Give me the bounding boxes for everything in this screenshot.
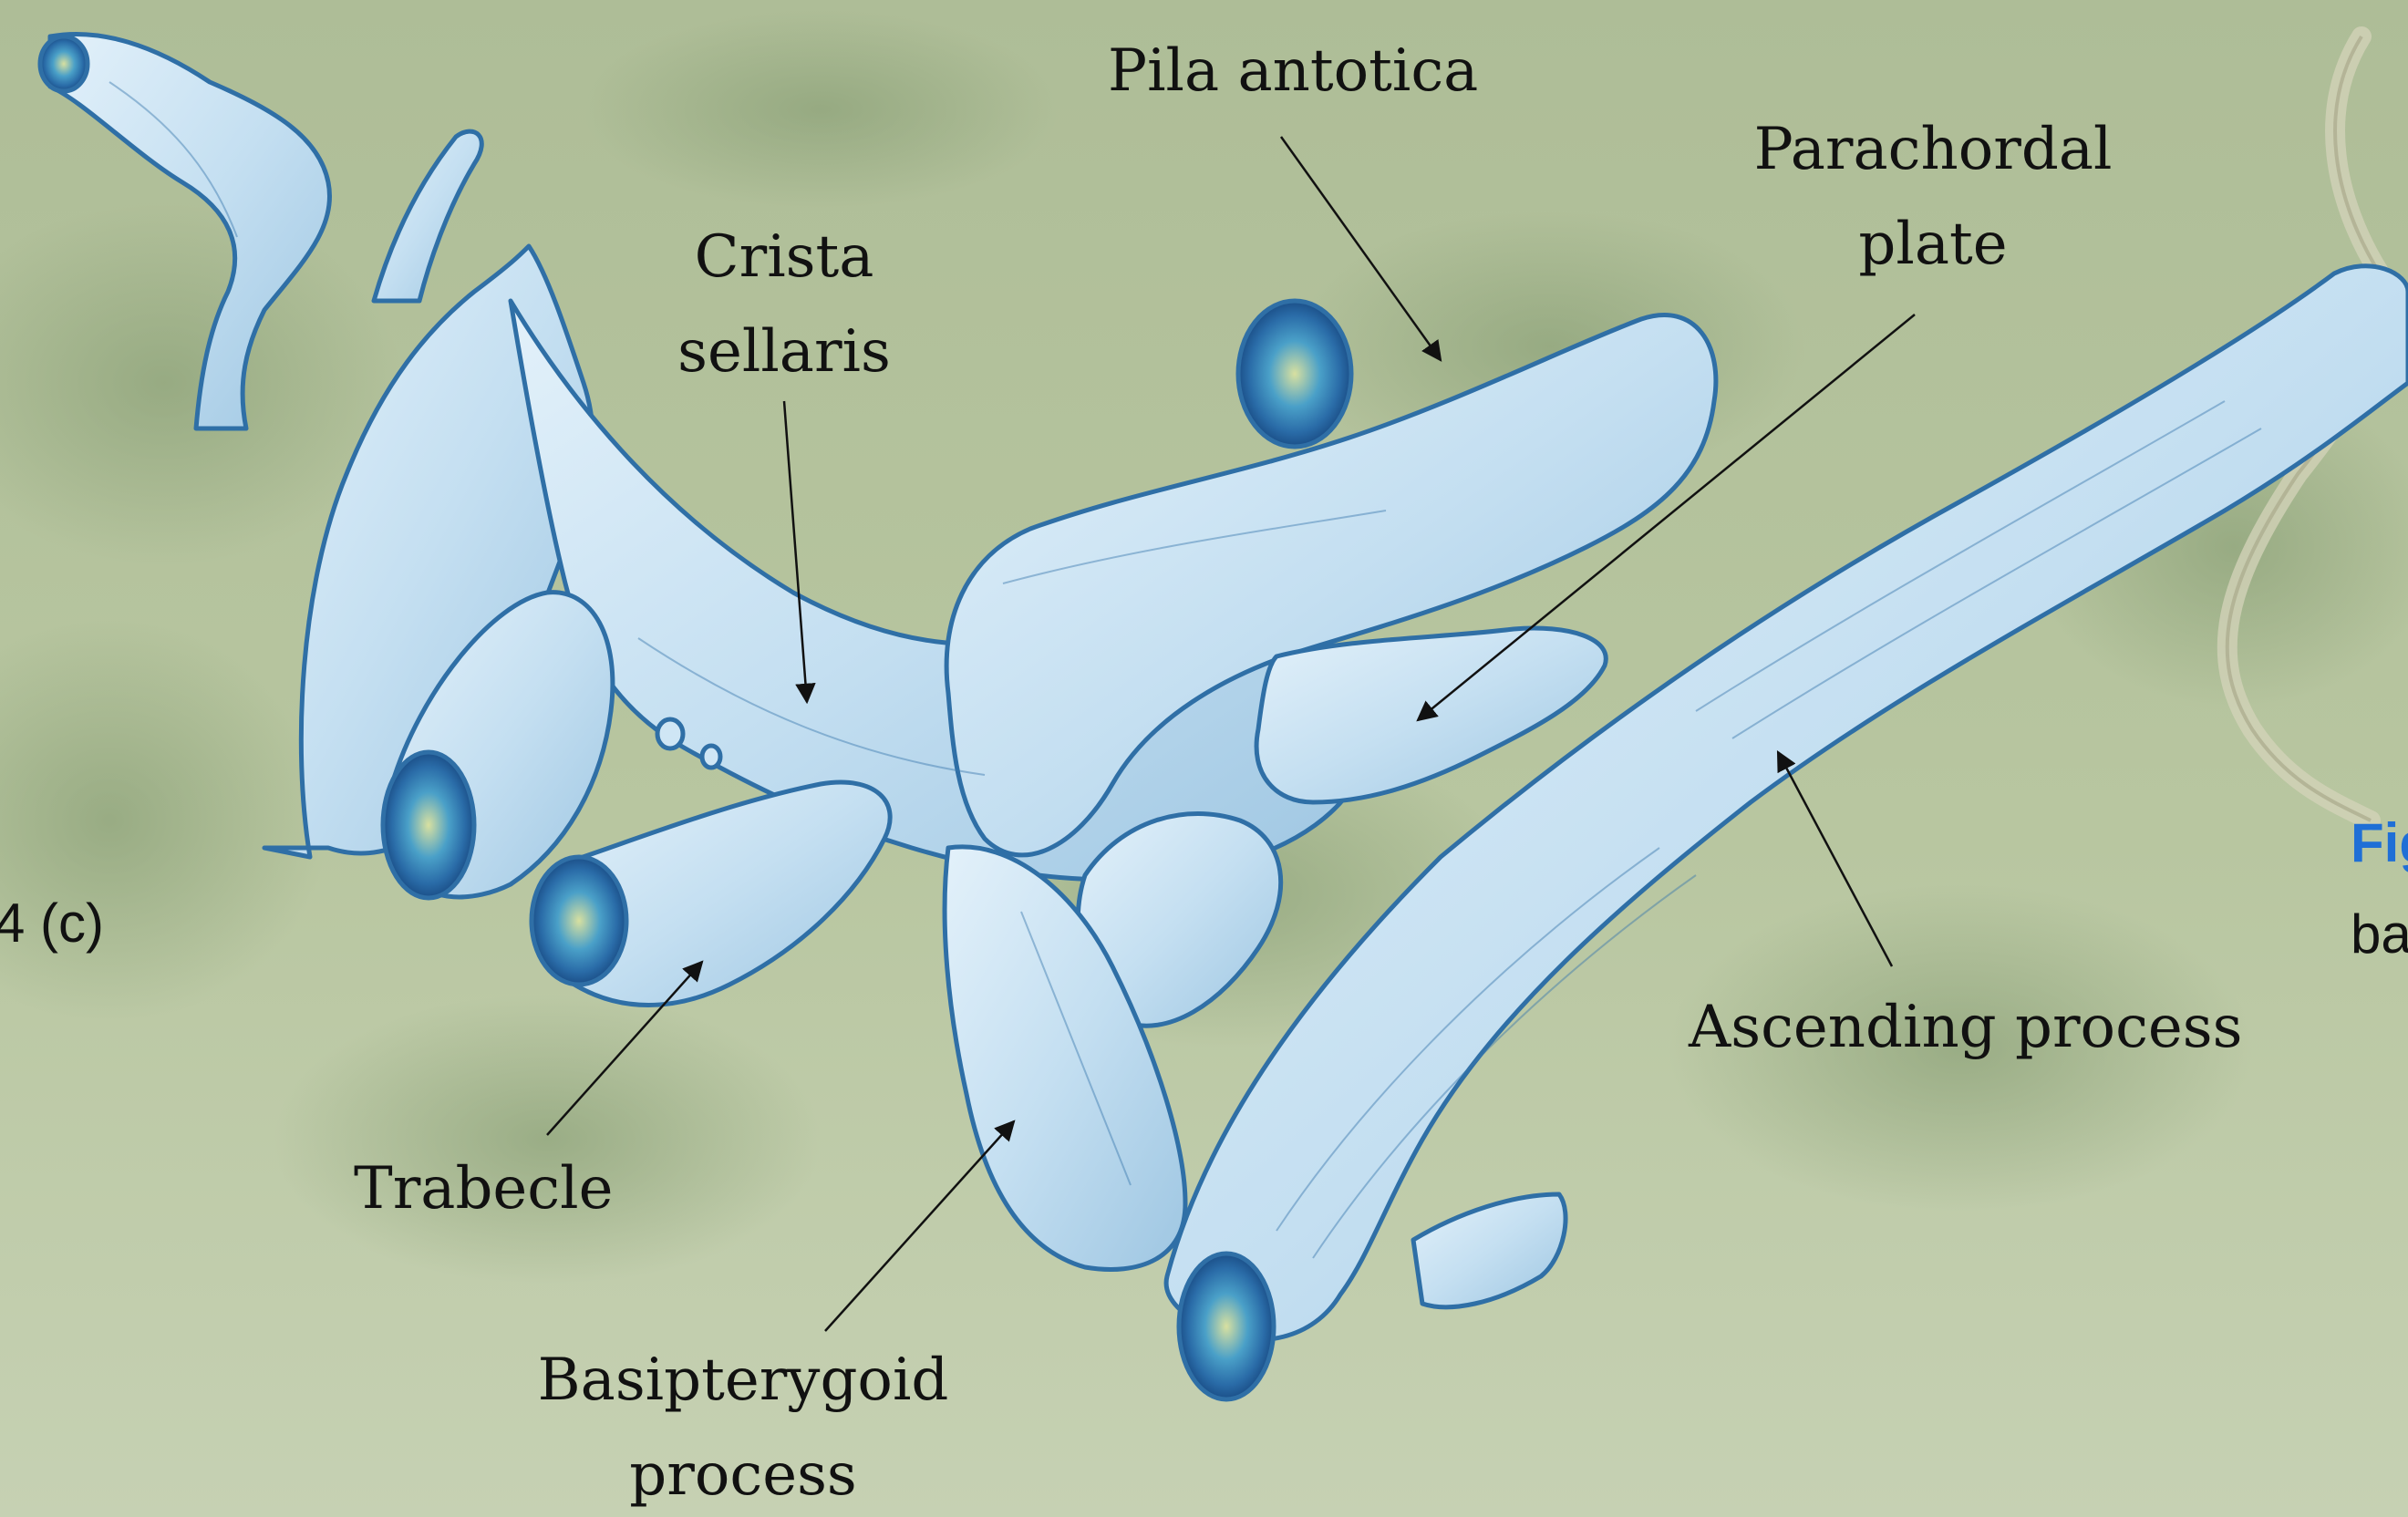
- label-basipterygoid-line2: process: [529, 1428, 957, 1517]
- foramen: [702, 746, 720, 768]
- label-pila-antotica: Pila antotica: [1108, 24, 1478, 119]
- label-crista-sellaris: Crista sellaris: [638, 210, 930, 399]
- label-trabecle: Trabecle: [354, 1141, 613, 1236]
- label-ascending-process: Ascending process: [1689, 980, 2242, 1075]
- trabecle-section: [532, 857, 626, 985]
- label-parachordal-line1: Parachordal: [1751, 102, 2115, 197]
- label-crista-line1: Crista: [638, 210, 930, 304]
- left-barrel-section: [383, 752, 474, 898]
- label-basipterygoid-line1: Basipterygoid: [529, 1333, 957, 1428]
- foramen: [657, 719, 683, 748]
- pila-antotica-section: [1238, 301, 1351, 447]
- ascending-process-section: [1179, 1254, 1274, 1399]
- caption-fragment-text: ba: [2351, 903, 2408, 965]
- label-basipterygoid-process: Basipterygoid process: [529, 1333, 957, 1517]
- rostral-tube-section: [40, 36, 88, 91]
- figure-reference: 4 (c): [0, 892, 104, 955]
- label-crista-line2: sellaris: [638, 304, 930, 399]
- label-parachordal-line2: plate: [1751, 197, 2115, 292]
- label-parachordal-plate: Parachordal plate: [1751, 102, 2115, 292]
- caption-fragment-figure: Fig: [2351, 811, 2408, 874]
